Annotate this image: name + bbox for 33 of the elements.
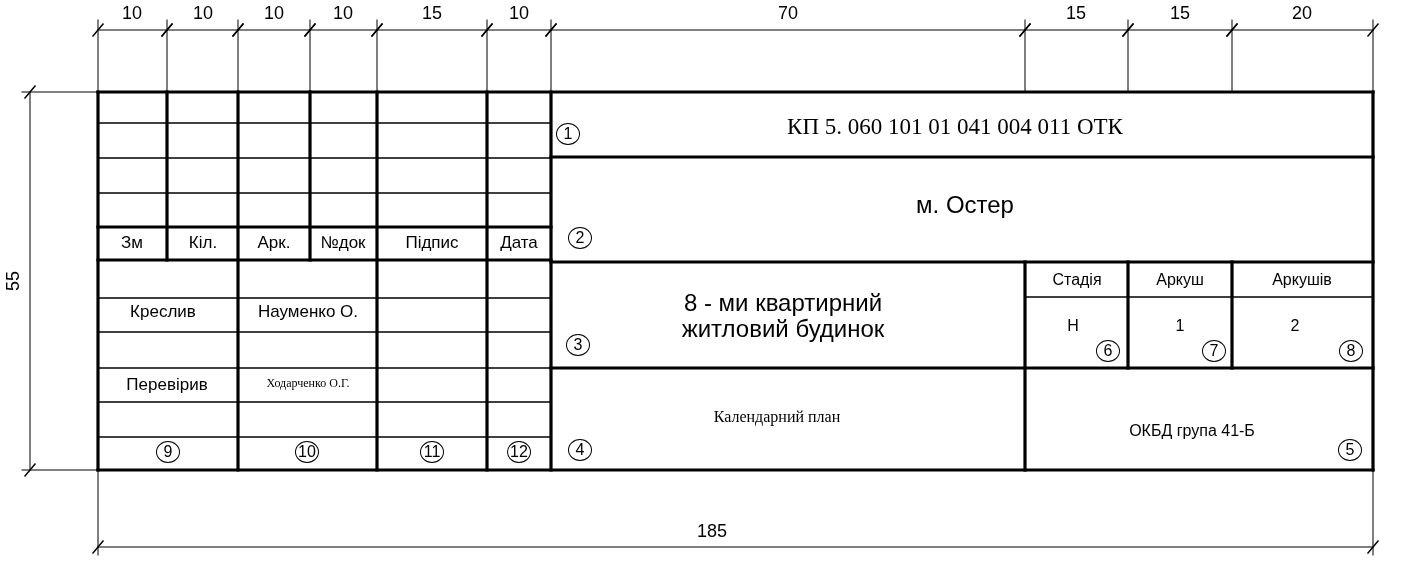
column-header: Аркуш [1156, 271, 1204, 289]
drawing-title: 8 - ми квартирний житловий будинок [680, 289, 886, 343]
dimension-value: 70 [778, 4, 798, 24]
signer-name: Науменко О. [257, 302, 359, 322]
column-header: Зм [121, 233, 143, 253]
row-label: Перевірив [126, 375, 208, 395]
document-code: КП 5. 060 101 01 041 004 011 ОТК [787, 114, 1123, 140]
dimension-value: 10 [264, 4, 284, 24]
dimension-value: 15 [422, 4, 442, 24]
dimension-value: 55 [4, 271, 24, 291]
dimension-value: 15 [1170, 4, 1190, 24]
sheet-title: Календарний план [713, 408, 841, 426]
signer-name: Ходарченко О.Г. [266, 377, 350, 391]
dimension-value: 10 [122, 4, 142, 24]
column-header: №док [320, 233, 366, 253]
column-header: Підпис [405, 233, 459, 253]
group-name: ОКБД група 41-Б [1129, 422, 1255, 440]
column-header: Аркушів [1272, 271, 1332, 289]
dimension-value: 10 [509, 4, 529, 24]
town-name: м. Остер [916, 191, 1014, 219]
column-header: Стадія [1052, 271, 1102, 289]
dimension-value: 10 [333, 4, 353, 24]
column-header: Дата [500, 233, 538, 253]
row-label: Креслив [130, 302, 196, 322]
field-value: 2 [1290, 317, 1300, 335]
column-header: Арк. [257, 233, 291, 253]
field-value: Н [1067, 317, 1079, 335]
field-value: 1 [1175, 317, 1185, 335]
dimension-value: 20 [1292, 4, 1312, 24]
dimension-value: 10 [193, 4, 213, 24]
column-header: Кіл. [188, 233, 218, 253]
dimension-value: 185 [697, 522, 727, 542]
dimension-value: 15 [1066, 4, 1086, 24]
